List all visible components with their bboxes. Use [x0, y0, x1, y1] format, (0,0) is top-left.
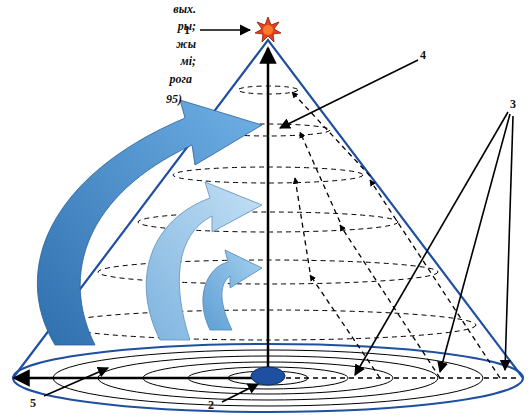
callout-number: 1: [184, 23, 190, 37]
vertical-axis: [267, 48, 270, 372]
apex-star: [255, 17, 281, 42]
callout-number: 2: [208, 398, 214, 412]
leader-lines: [44, 30, 513, 402]
callout-number: 5: [30, 396, 36, 410]
text-fragment: жы: [176, 37, 196, 51]
horizontal-axis: [14, 377, 255, 380]
callout-number: 3: [510, 97, 516, 111]
spiral-arrows: [37, 100, 262, 345]
center-point: [251, 367, 285, 385]
text-fragment: мі;: [180, 54, 196, 68]
rising-arrows: [268, 92, 520, 378]
text-fragment: 95): [166, 92, 182, 106]
text-fragment: рога: [170, 72, 192, 86]
cone-side: [13, 40, 523, 378]
text-fragment: вых.: [173, 2, 196, 16]
callout-number: 4: [420, 48, 426, 62]
